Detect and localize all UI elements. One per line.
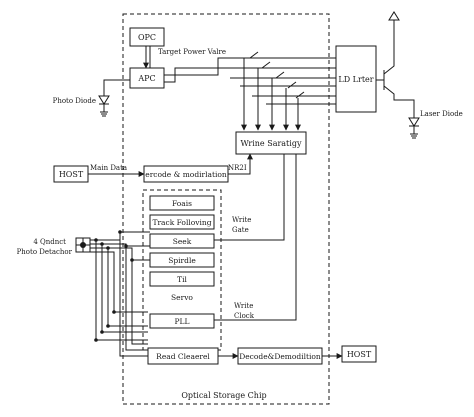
apc-ld-wire-1 <box>164 57 336 76</box>
detector-bus-5 <box>119 231 150 357</box>
junction-dot <box>118 230 122 234</box>
detector-link-1 <box>96 232 121 241</box>
photo-diode-wire <box>103 79 130 96</box>
write-gate-label-2: Gate <box>232 226 249 234</box>
servo-item-seek <box>149 233 215 249</box>
detector-label-1: 4 Qndnct <box>33 238 66 246</box>
detector-label-2: Photo Detachor <box>17 248 73 256</box>
servo-item-tilt <box>149 271 215 287</box>
servo-item-spindle-label: Spirdle <box>168 256 196 265</box>
pll-block <box>149 313 215 329</box>
laser-transistor <box>376 26 415 118</box>
junction-dot <box>130 258 134 262</box>
junction-dot <box>106 246 110 250</box>
apc-ld-wire-2 <box>164 67 336 83</box>
ld-driver-label: LD Lrter <box>338 75 373 84</box>
write-clock-wire <box>214 154 297 321</box>
opc-block <box>129 27 165 47</box>
encode-label: ercode & modirlation <box>145 170 227 179</box>
write-clock-label-1: Write <box>234 302 253 310</box>
target-power-label: Target Power Valre <box>158 48 226 56</box>
servo-item-track-label: Track Folloving <box>152 218 211 227</box>
write-strategy-block <box>235 131 307 155</box>
host-top-label: HOST <box>59 170 84 179</box>
servo-item-focus <box>149 195 215 211</box>
switch-3 <box>275 71 285 79</box>
switch-4 <box>287 81 297 89</box>
read-channel-label: Read Cleaerel <box>156 352 210 361</box>
pll-label: PLL <box>174 317 189 326</box>
servo-item-tilt-label: Til <box>177 275 187 284</box>
detector-link-2 <box>102 243 127 246</box>
detector-bus-2 <box>90 243 148 333</box>
detector-bus-1 <box>90 239 148 341</box>
servo-item-seek-label: Seek <box>173 237 192 246</box>
switch-2 <box>261 61 271 69</box>
photo-diode-ground <box>99 103 109 117</box>
write-gate-label-1: Write <box>232 216 251 224</box>
photo-diode-icon <box>98 95 110 105</box>
write-gate-wire <box>214 154 285 241</box>
junction-dot <box>112 310 116 314</box>
junction-dot <box>124 244 128 248</box>
power-rail-icon <box>388 11 400 21</box>
decode-label: Decode&Demodiltion <box>239 352 321 361</box>
write-strategy-label: Wrine Saratigy <box>241 139 302 148</box>
write-clock-label-2: Clock <box>234 312 255 320</box>
chip-label: Optical Storage Chip <box>181 391 266 400</box>
main-data-label: Main Data <box>90 164 127 172</box>
optical-storage-chip-boundary <box>122 13 330 405</box>
junction-dot <box>100 330 104 334</box>
detector-bus-4 <box>90 251 148 313</box>
junction-dot <box>100 242 104 246</box>
servo-item-track-following <box>149 214 215 230</box>
junction-dot <box>94 338 98 342</box>
host-bottom-label: HOST <box>347 350 372 359</box>
opc-label: OPC <box>138 33 156 42</box>
laser-diode-icon <box>408 117 420 127</box>
detector-bus-7 <box>131 259 150 345</box>
detector-bus-3 <box>90 247 148 327</box>
junction-dot <box>106 324 110 328</box>
apc-block <box>129 67 165 89</box>
encode-to-ws-wire <box>228 153 253 175</box>
servo-item-focus-label: Foais <box>172 199 192 208</box>
detector-bus-6 <box>125 245 150 351</box>
laser-diode-ground <box>409 125 419 139</box>
junction-dot <box>94 238 98 242</box>
switch-5 <box>295 91 305 99</box>
detector-link-3 <box>108 247 133 260</box>
laser-diode-label: Laser Diode <box>420 110 463 118</box>
apc-label: APC <box>137 74 155 83</box>
servo-title: Servo <box>171 293 193 302</box>
switch-1 <box>249 51 259 59</box>
nrzi-label: NR2I <box>228 164 247 172</box>
ld-driver-block <box>335 45 377 113</box>
quad-detector-dot <box>80 242 86 248</box>
photo-diode-label: Photo Diode <box>53 97 96 105</box>
